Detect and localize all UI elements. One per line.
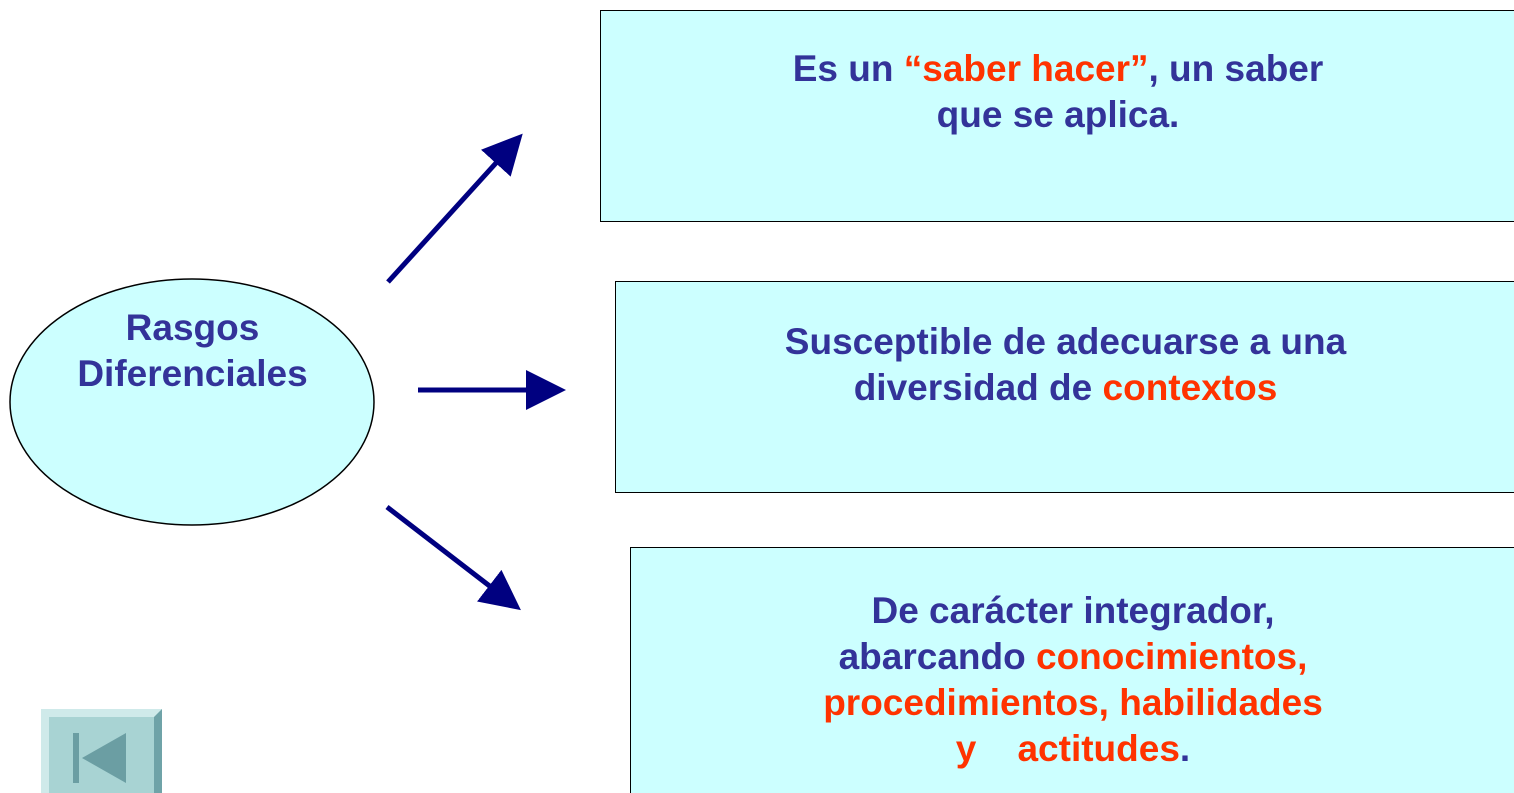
highlight-text: y actitudes xyxy=(955,728,1180,769)
center-ellipse xyxy=(9,278,375,526)
center-node-label: Rasgos Diferenciales xyxy=(10,305,375,397)
box-text: Es un xyxy=(792,48,904,89)
box-text-line: abarcando conocimientos, xyxy=(631,634,1514,680)
highlight-text: contextos xyxy=(1102,367,1278,408)
center-node-line-1: Rasgos xyxy=(125,307,260,348)
box-text-line: procedimientos, habilidades xyxy=(631,680,1514,726)
box-text-line: que se aplica. xyxy=(601,92,1514,138)
box-text: abarcando xyxy=(838,636,1036,677)
highlight-text: “saber hacer” xyxy=(903,48,1149,89)
box-text-line: De carácter integrador, xyxy=(631,588,1514,634)
highlight-text: procedimientos, habilidades xyxy=(823,682,1323,723)
box-text-line: diversidad de contextos xyxy=(616,365,1514,411)
box-text-line: Susceptible de adecuarse a una xyxy=(616,319,1514,365)
box-text: De carácter integrador, xyxy=(871,590,1275,631)
box-text: diversidad de xyxy=(853,367,1103,408)
box-text-line: Es un “saber hacer”, un saber xyxy=(601,46,1514,92)
box-text: Susceptible de adecuarse a una xyxy=(784,321,1347,362)
arrow-down-right xyxy=(385,505,521,611)
first-slide-icon xyxy=(73,733,126,783)
center-node-line-2: Diferenciales xyxy=(77,353,308,394)
first-slide-button[interactable] xyxy=(41,709,162,793)
box-text-line: y actitudes. xyxy=(631,726,1514,772)
feature-box-integrador: De carácter integrador,abarcando conocim… xyxy=(630,547,1514,793)
highlight-text: conocimientos, xyxy=(1036,636,1308,677)
box-text: . xyxy=(1179,728,1191,769)
box-text: que se aplica. xyxy=(936,94,1180,135)
box-text: , un saber xyxy=(1148,48,1324,89)
arrow-up-right xyxy=(386,133,523,284)
